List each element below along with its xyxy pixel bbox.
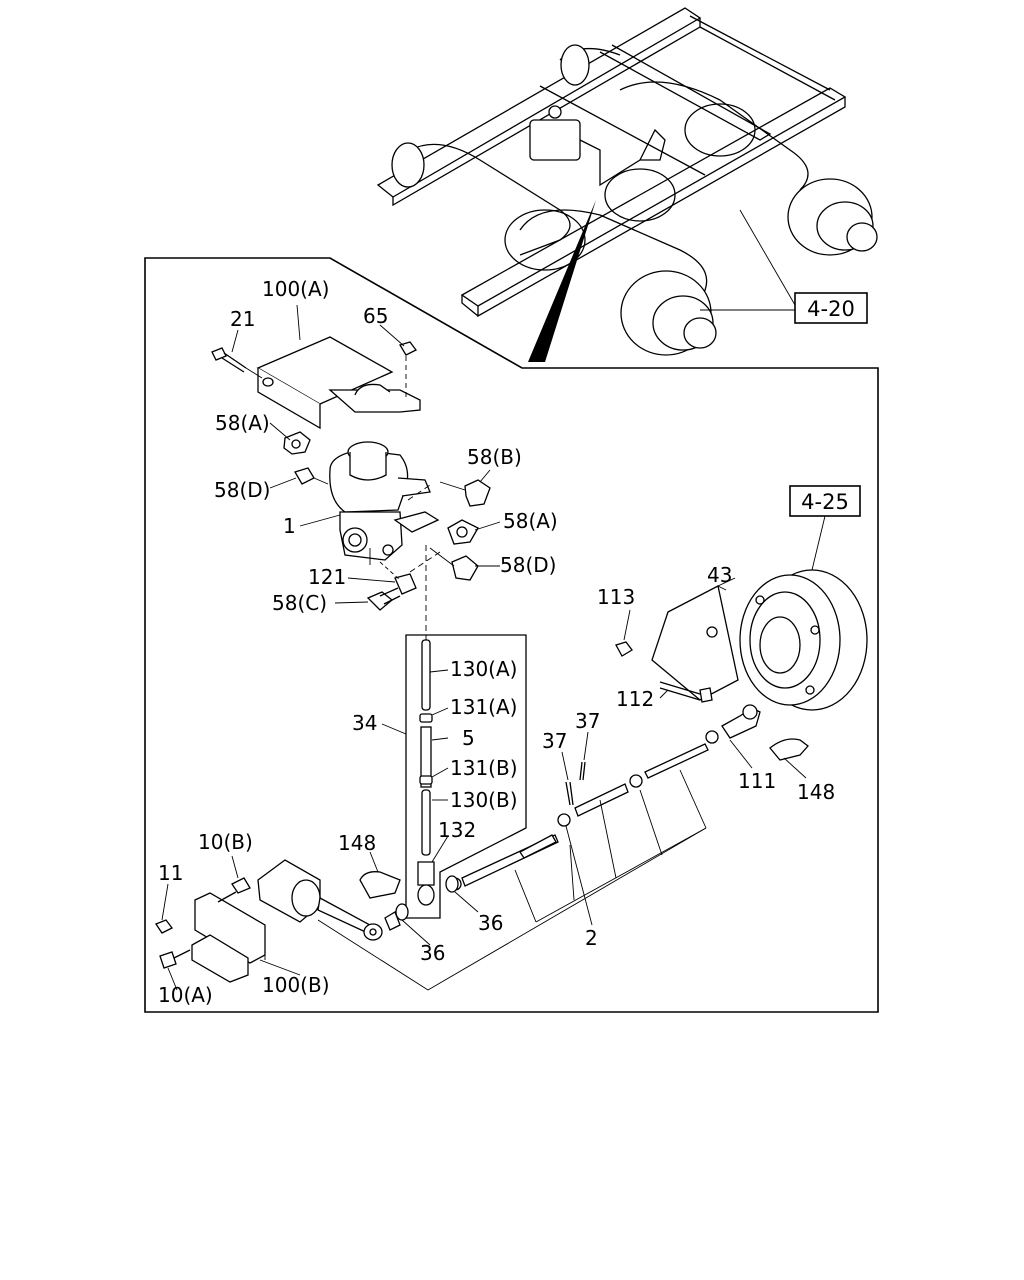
fitting-58a-lower bbox=[447, 519, 479, 545]
fitting-58a-upper bbox=[283, 431, 311, 455]
lever-arm bbox=[317, 896, 401, 941]
callout-111[interactable]: 111 bbox=[738, 769, 776, 793]
washer-36-upper bbox=[445, 875, 459, 893]
callout-34[interactable]: 34 bbox=[352, 711, 377, 735]
clip-148-upper bbox=[769, 738, 809, 779]
fitting-58d-lower bbox=[429, 547, 479, 581]
callout-36-lower[interactable]: 36 bbox=[420, 941, 445, 965]
cotter-pin-37b bbox=[579, 761, 586, 781]
callout-130a[interactable]: 130(A) bbox=[450, 657, 517, 681]
nut-65 bbox=[399, 341, 417, 400]
callout-131a[interactable]: 131(A) bbox=[450, 695, 517, 719]
callout-11[interactable]: 11 bbox=[158, 861, 183, 885]
chassis-overview bbox=[376, 7, 878, 362]
callout-10a[interactable]: 10(A) bbox=[158, 983, 213, 1007]
bolt-10b bbox=[217, 877, 251, 903]
callout-148-upper[interactable]: 148 bbox=[797, 780, 835, 804]
link-rod-2 bbox=[448, 730, 719, 923]
reference-4-20[interactable]: 4-20 bbox=[794, 292, 868, 324]
bolt-21 bbox=[211, 347, 263, 379]
bracket-100a bbox=[256, 336, 421, 430]
callout-58b[interactable]: 58(B) bbox=[467, 445, 522, 469]
reference-4-25[interactable]: 4-25 bbox=[789, 485, 861, 517]
callout-113[interactable]: 113 bbox=[597, 585, 635, 609]
callout-58d-lower[interactable]: 58(D) bbox=[500, 553, 556, 577]
leader-lines bbox=[161, 304, 736, 991]
fitting-58c bbox=[366, 587, 401, 611]
callout-58d-upper[interactable]: 58(D) bbox=[214, 478, 270, 502]
callout-121[interactable]: 121 bbox=[308, 565, 346, 589]
fitting-121 bbox=[379, 561, 417, 595]
cotter-pin-37a bbox=[565, 781, 574, 806]
callout-100a[interactable]: 100(A) bbox=[262, 277, 329, 301]
callout-132[interactable]: 132 bbox=[438, 818, 476, 842]
callout-130b[interactable]: 130(B) bbox=[450, 788, 518, 812]
callout-43[interactable]: 43 bbox=[707, 563, 732, 587]
reference-4-20-label: 4-20 bbox=[807, 297, 855, 321]
bracket-100b bbox=[191, 859, 321, 983]
washer-36-lower bbox=[395, 903, 409, 921]
callout-58c[interactable]: 58(C) bbox=[272, 591, 327, 615]
callout-21[interactable]: 21 bbox=[230, 307, 255, 331]
reference-4-25-label: 4-25 bbox=[801, 490, 849, 514]
callout-1[interactable]: 1 bbox=[283, 514, 296, 538]
callout-37-right[interactable]: 37 bbox=[575, 709, 600, 733]
nut-113 bbox=[615, 641, 633, 657]
callout-10b[interactable]: 10(B) bbox=[198, 830, 253, 854]
bracket-43 bbox=[651, 585, 739, 701]
callout-131b[interactable]: 131(B) bbox=[450, 756, 518, 780]
callout-labels: 100(A) 21 65 58(A) 58(D) 58(B) 1 58(A) 5… bbox=[158, 277, 835, 1007]
ball-joint-111 bbox=[721, 704, 761, 769]
callout-112[interactable]: 112 bbox=[616, 687, 654, 711]
wheel-hub-4-25 bbox=[739, 515, 868, 711]
callout-58a-lower[interactable]: 58(A) bbox=[503, 509, 558, 533]
bolt-112 bbox=[659, 681, 713, 703]
callout-58a-upper[interactable]: 58(A) bbox=[215, 411, 270, 435]
callout-148-lower[interactable]: 148 bbox=[338, 831, 376, 855]
load-sensing-valve bbox=[329, 441, 440, 565]
callout-2[interactable]: 2 bbox=[585, 926, 598, 950]
callout-36-upper[interactable]: 36 bbox=[478, 911, 503, 935]
fitting-58b bbox=[439, 479, 491, 507]
callout-37-left[interactable]: 37 bbox=[542, 729, 567, 753]
clip-148-lower bbox=[359, 871, 401, 899]
callout-5[interactable]: 5 bbox=[462, 726, 475, 750]
callout-65[interactable]: 65 bbox=[363, 304, 388, 328]
fitting-58d-upper bbox=[294, 467, 329, 485]
detail-frame bbox=[144, 257, 879, 1013]
callout-100b[interactable]: 100(B) bbox=[262, 973, 330, 997]
bolt-10a bbox=[159, 949, 191, 969]
nut-11 bbox=[155, 919, 173, 934]
